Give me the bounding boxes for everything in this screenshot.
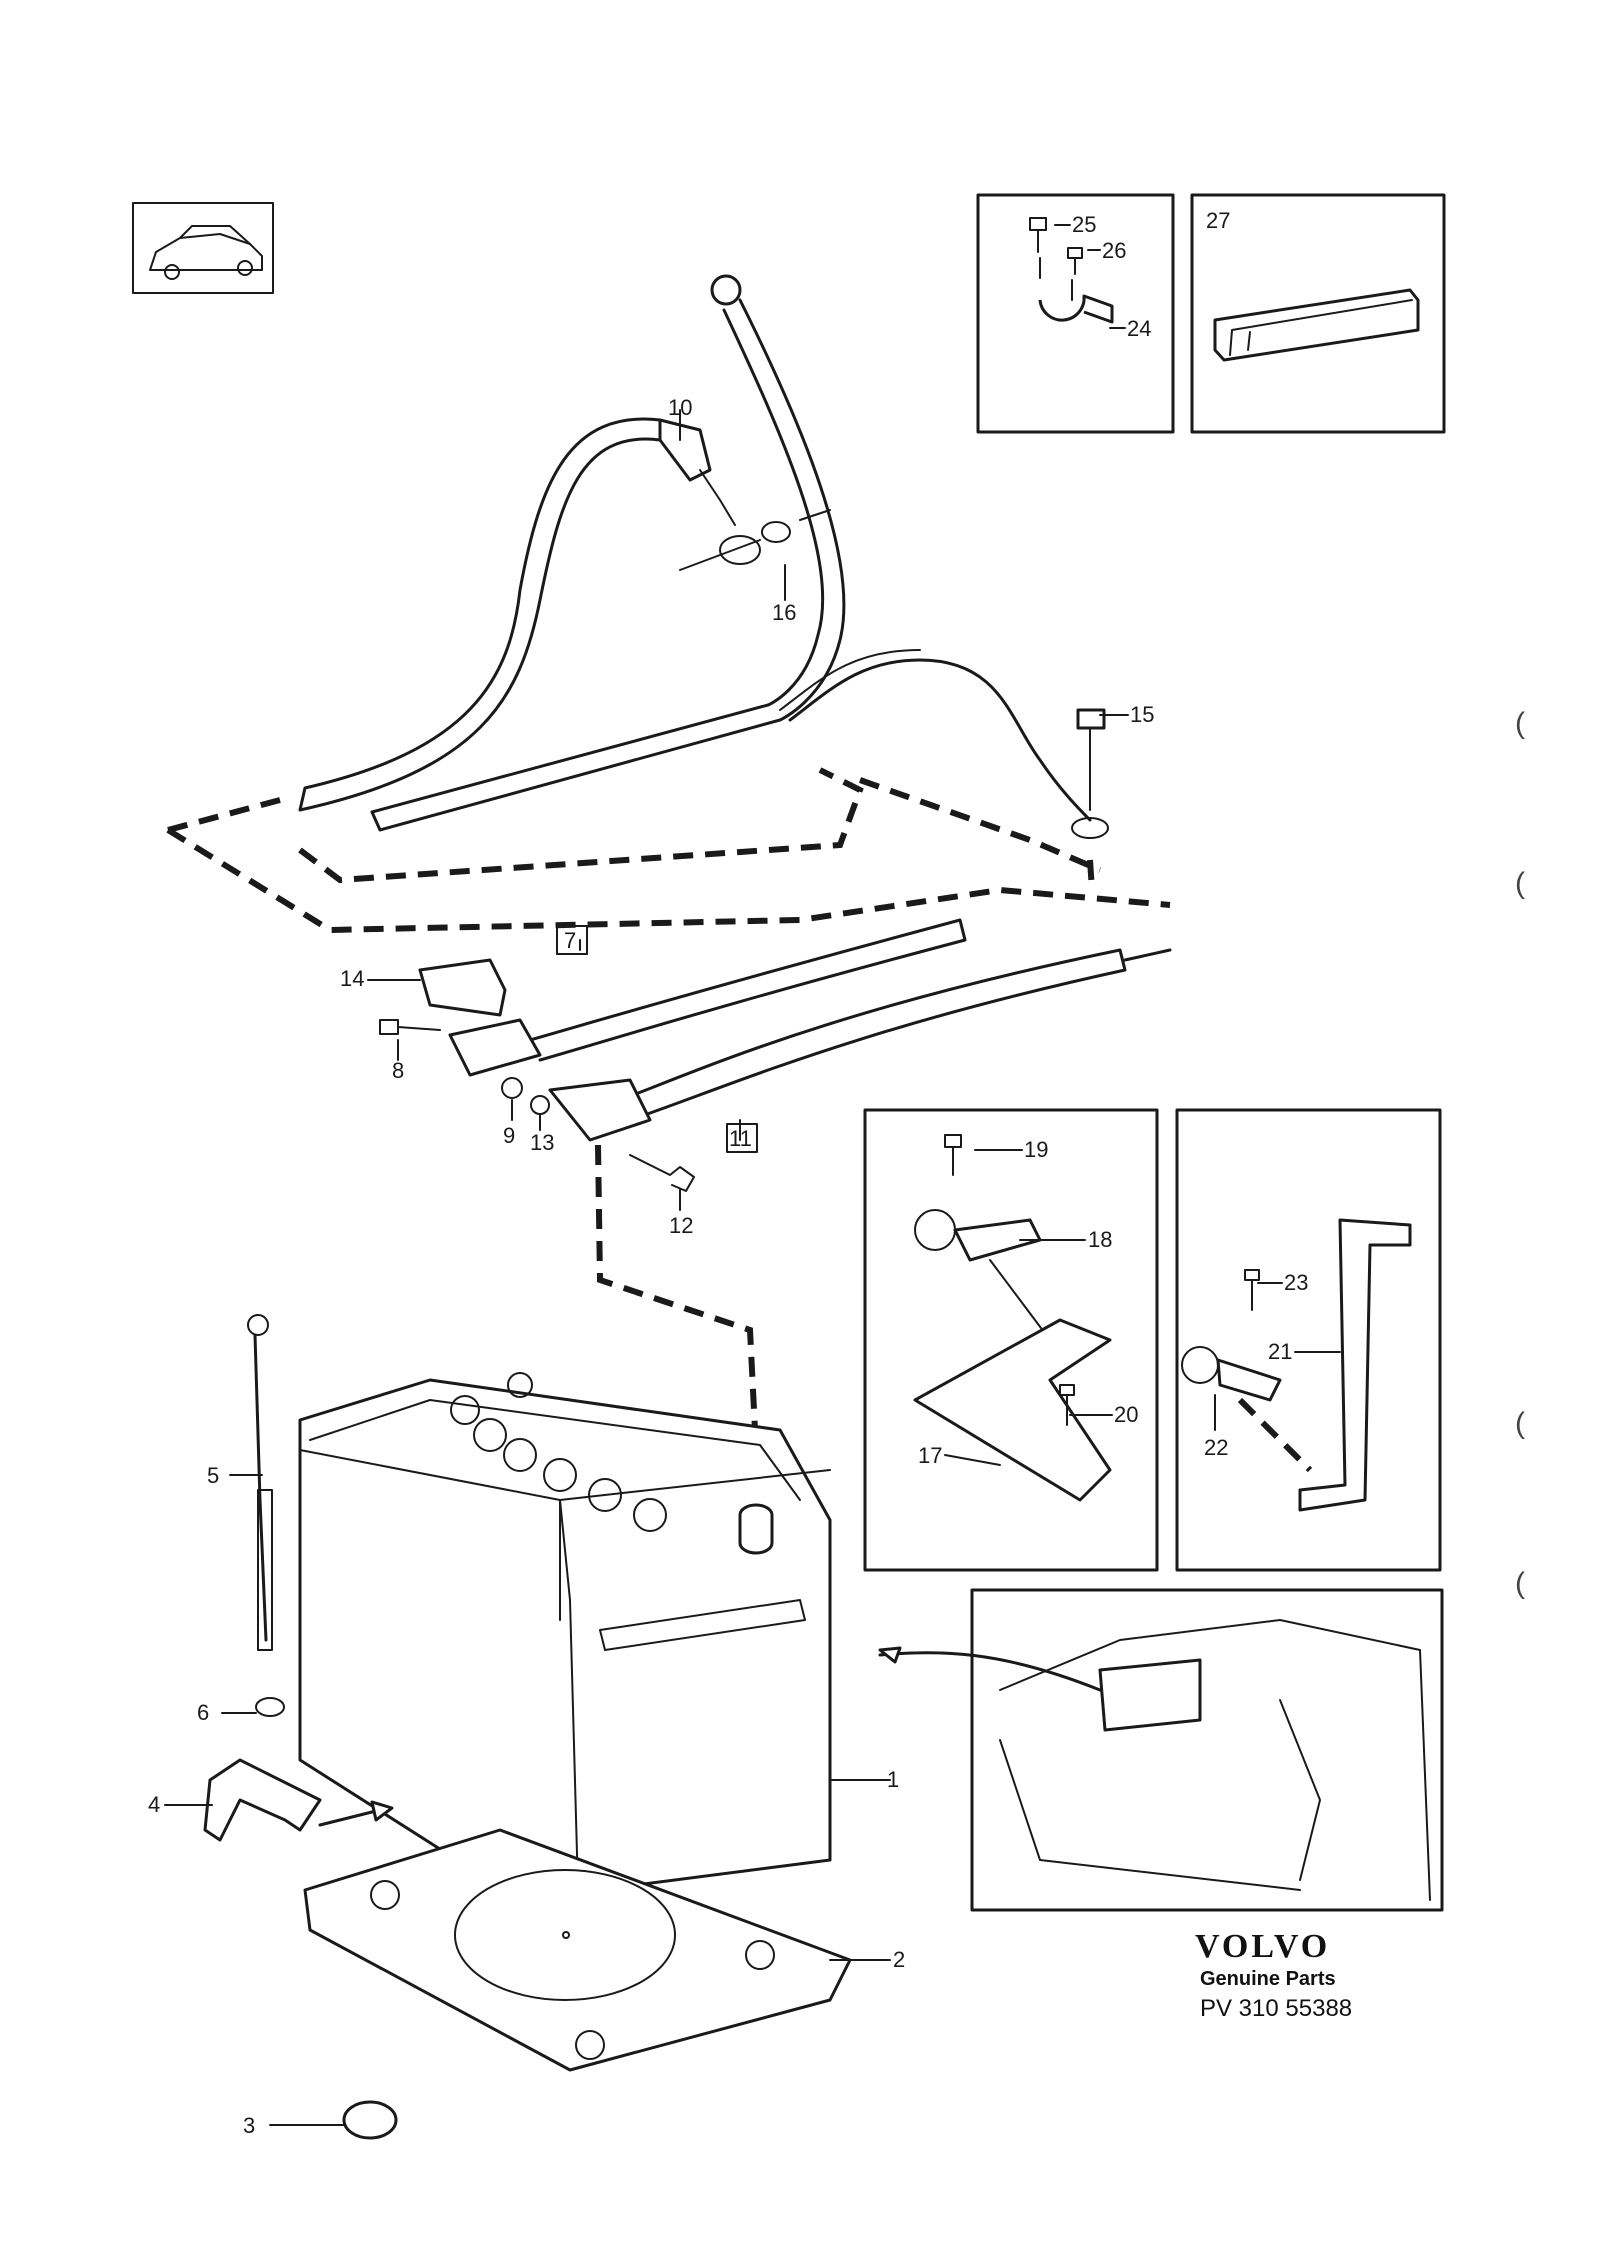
- battery: [298, 1372, 832, 1902]
- brand-subtitle: Genuine Parts: [1200, 1968, 1336, 1990]
- reference-number: PV 310 55388: [1200, 1995, 1352, 2022]
- callout-13: 13: [530, 1130, 554, 1155]
- callout-11-box: [726, 1123, 758, 1153]
- callout-11: 11: [729, 1126, 752, 1151]
- detail-box-support-bracket: [1175, 1108, 1442, 1572]
- hold-down-clamp: [203, 1758, 394, 1842]
- callout-10: 10: [668, 395, 692, 420]
- callout-16: 16: [772, 600, 796, 625]
- callout-8: 8: [392, 1058, 404, 1083]
- detail-box-cable-bracket: [863, 1108, 1159, 1572]
- callout-26: 26: [1102, 238, 1126, 263]
- callout-20: 20: [1114, 1402, 1138, 1427]
- margin-mark: (: [1515, 1407, 1525, 1440]
- callout-1: 1: [887, 1767, 899, 1792]
- callout-27: 27: [1206, 208, 1230, 233]
- callout-22: 22: [1204, 1435, 1228, 1460]
- callout-9: 9: [503, 1123, 515, 1148]
- leader-lines: [164, 224, 1341, 2126]
- cable-assembly-upper: [298, 274, 1109, 839]
- callout-3: 3: [243, 2113, 255, 2138]
- callout-12: 12: [669, 1213, 693, 1238]
- callout-6: 6: [197, 1700, 209, 1725]
- callout-5: 5: [207, 1463, 219, 1488]
- margin-mark: (: [1515, 867, 1525, 900]
- detail-box-bracket-clip: [976, 193, 1175, 434]
- callout-23: 23: [1284, 1270, 1308, 1295]
- callout-17: 17: [918, 1443, 942, 1468]
- callout-25: 25: [1072, 212, 1096, 237]
- callout-7-box: [556, 925, 588, 955]
- detail-box-trim-strip: [1190, 193, 1446, 434]
- brand-logo-text: VOLVO: [1195, 1928, 1330, 1965]
- callout-7: 7: [564, 928, 576, 953]
- callout-24: 24: [1127, 316, 1151, 341]
- location-inset: [878, 1588, 1444, 1912]
- callout-18: 18: [1088, 1227, 1112, 1252]
- cable-assembly-lower: [379, 918, 1172, 1431]
- callout-4: 4: [148, 1792, 160, 1817]
- dashed-loom-outline: [166, 767, 1171, 934]
- plug: [342, 2100, 398, 2140]
- callout-14: 14: [340, 966, 364, 991]
- callout-21: 21: [1268, 1339, 1292, 1364]
- callout-15: 15: [1130, 702, 1154, 727]
- callout-19: 19: [1024, 1137, 1048, 1162]
- margin-mark: (: [1515, 1567, 1525, 1600]
- car-thumbnail: [132, 202, 274, 294]
- hold-down-rod: [247, 1314, 285, 1717]
- callout-2: 2: [893, 1947, 905, 1972]
- margin-mark: (: [1515, 707, 1525, 740]
- battery-tray: [303, 1828, 852, 2072]
